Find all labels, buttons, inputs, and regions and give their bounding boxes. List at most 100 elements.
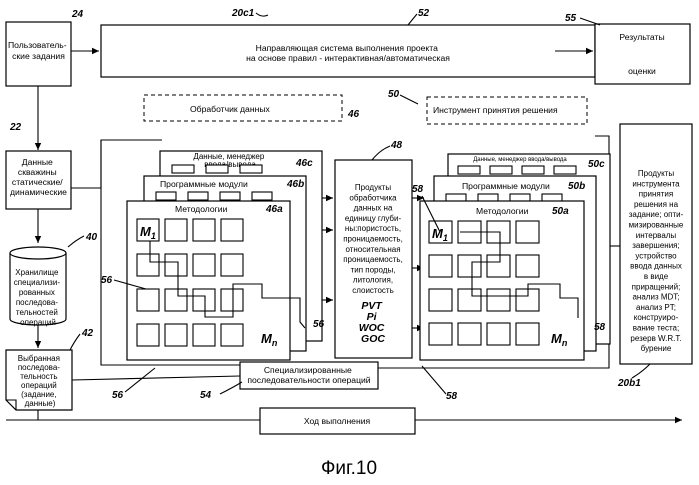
- methodology-cell: [487, 323, 510, 345]
- leader-20b1: [632, 364, 650, 378]
- ref-24: 24: [71, 9, 84, 20]
- methodology-cell: [516, 255, 539, 277]
- leader-20c1: [256, 13, 268, 16]
- text-line: литология,: [353, 276, 393, 285]
- ref-22: 22: [9, 122, 22, 133]
- svg-text:Результаты: Результаты: [619, 32, 664, 42]
- storage-cylinder: Хранилище специализи- рованных последова…: [10, 247, 66, 327]
- ref-20c1: 20c1: [231, 8, 255, 19]
- text-line: проницаемость,: [343, 255, 403, 264]
- text-line: Продукты: [638, 169, 674, 178]
- text-line: в виде: [644, 272, 669, 281]
- methodology-cell: [165, 324, 187, 346]
- text-line: принятия: [639, 190, 673, 199]
- text-line: проницаемость,: [343, 235, 403, 244]
- ref-54: 54: [200, 390, 212, 401]
- svg-text:PVT Pi WOC G: PVT Pi WOC GOC: [359, 300, 388, 345]
- decision-tool-box: Инструмент принятия решения: [427, 97, 587, 124]
- ref-56b: 56: [313, 319, 325, 330]
- text-line: данных на: [354, 204, 393, 213]
- ref-42: 42: [81, 328, 94, 339]
- selected-sequence-box: Выбранная последова- тельность операций …: [6, 350, 72, 410]
- text-line: интервалы: [636, 231, 677, 240]
- text-line: анализ PT;: [636, 303, 676, 312]
- svg-text:Данные, менеджер ввода/вывода: Данные, менеджер ввода/вывода: [473, 157, 567, 163]
- methodology-cell: [221, 324, 243, 346]
- leader-58c: [422, 366, 446, 394]
- ref-58a: 58: [412, 184, 424, 195]
- svg-text:Направляющая система выполнени: Направляющая система выполнения проекта …: [246, 43, 450, 63]
- ref-56a: 56: [101, 275, 113, 286]
- ref-46b: 46b: [286, 179, 304, 190]
- svg-text:Ход выполнения: Ход выполнения: [304, 416, 371, 426]
- ref-56c: 56: [112, 390, 124, 401]
- leader-54: [220, 382, 242, 394]
- decision-products-box: Продуктыинструмента принятиярешения назад…: [620, 124, 692, 364]
- svg-text:Специализированные после: Специализированные последовательности оп…: [247, 365, 370, 385]
- progress-box: Ход выполнения: [260, 408, 415, 434]
- methodology-cell: [193, 254, 215, 276]
- svg-text:Пользователь- ские задан: Пользователь- ские задания: [8, 40, 69, 61]
- text-line: мизированные: [629, 221, 684, 230]
- methodology-cell: [458, 255, 481, 277]
- methodology-cell: [221, 219, 243, 241]
- methodology-cell: [165, 219, 187, 241]
- text-line: ны:пористость,: [345, 224, 401, 233]
- text-line: решения на: [634, 200, 679, 209]
- text-line: слоистость: [352, 286, 394, 295]
- ref-50b: 50b: [568, 181, 585, 192]
- user-tasks-box: Пользователь- ские задания: [6, 22, 71, 86]
- guidance-system-box: Направляющая система выполнения проекта …: [101, 25, 595, 77]
- text-line: конструиро-: [634, 313, 679, 322]
- ref-50: 50: [388, 89, 400, 100]
- methodology-cell: [429, 289, 452, 311]
- svg-text:Методологии: Методологии: [175, 204, 228, 214]
- text-line: единицу глуби-: [345, 214, 402, 223]
- well-data-box: Данные скважины статические/ динамически…: [6, 151, 71, 209]
- methodology-cell: [516, 323, 539, 345]
- methodology-cell: [193, 219, 215, 241]
- figure-caption: Фиг.10: [321, 458, 377, 479]
- leader-48: [372, 146, 390, 160]
- methodology-cell: [137, 289, 159, 311]
- methodology-cell: [221, 254, 243, 276]
- methodology-cell: [193, 324, 215, 346]
- text-line: завершения;: [632, 241, 679, 250]
- methodology-cell: [137, 324, 159, 346]
- methodology-cell: [165, 289, 187, 311]
- leader-50: [400, 95, 418, 104]
- methodology-cell: [221, 289, 243, 311]
- data-handler-products-box: Продуктыобработчика данных наединицу глуб…: [335, 160, 412, 358]
- svg-text:Программные модули: Программные модули: [462, 181, 550, 191]
- text-line: обработчика: [349, 193, 397, 202]
- methodology-cell: [137, 254, 159, 276]
- methodology-cell: [516, 221, 539, 243]
- specialized-sequences-box: Специализированные последовательности оп…: [240, 362, 378, 389]
- text-line: бурение: [641, 344, 672, 353]
- text-line: устройство: [635, 251, 677, 260]
- svg-text:Методологии: Методологии: [476, 206, 529, 216]
- ref-46: 46: [347, 109, 360, 120]
- ref-20b1: 20b1: [617, 378, 641, 389]
- leader-52: [408, 14, 417, 25]
- svg-text:Программные модули: Программные модули: [160, 179, 248, 189]
- text-line: инструмента: [632, 179, 680, 188]
- results-box: Результаты оценки: [595, 24, 690, 84]
- methodology-cell: [165, 254, 187, 276]
- ref-40: 40: [85, 232, 98, 243]
- text-line: вание теста;: [633, 324, 679, 333]
- text-line: задание; опти-: [629, 210, 684, 219]
- methodology-cell: [458, 289, 481, 311]
- text-line: тип породы,: [351, 265, 396, 274]
- ref-48: 48: [390, 140, 403, 151]
- text-line: относительная: [345, 245, 400, 254]
- ref-46a: 46a: [265, 204, 283, 215]
- ref-58b: 58: [594, 322, 606, 333]
- text-line: Продукты: [355, 183, 391, 192]
- methodology-cell: [458, 323, 481, 345]
- data-handler-box: Обработчик данных: [144, 95, 342, 121]
- leader-56c: [125, 368, 155, 392]
- ref-46c: 46c: [295, 158, 313, 169]
- methodology-cell: [429, 255, 452, 277]
